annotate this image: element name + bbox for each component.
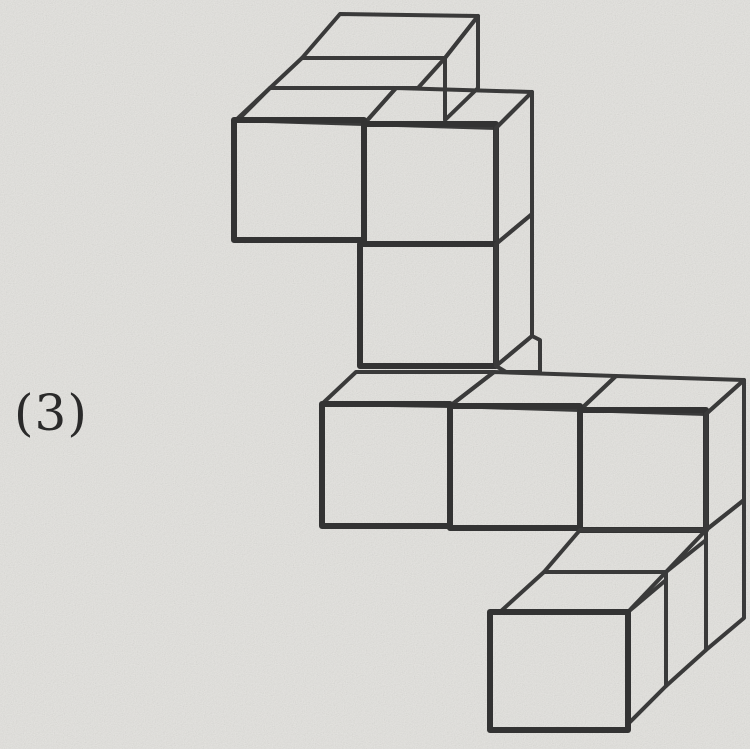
lower-shaded-cubes (319, 370, 746, 733)
figure-label: (3) (14, 384, 88, 442)
upper-white-cubes (231, 12, 542, 374)
